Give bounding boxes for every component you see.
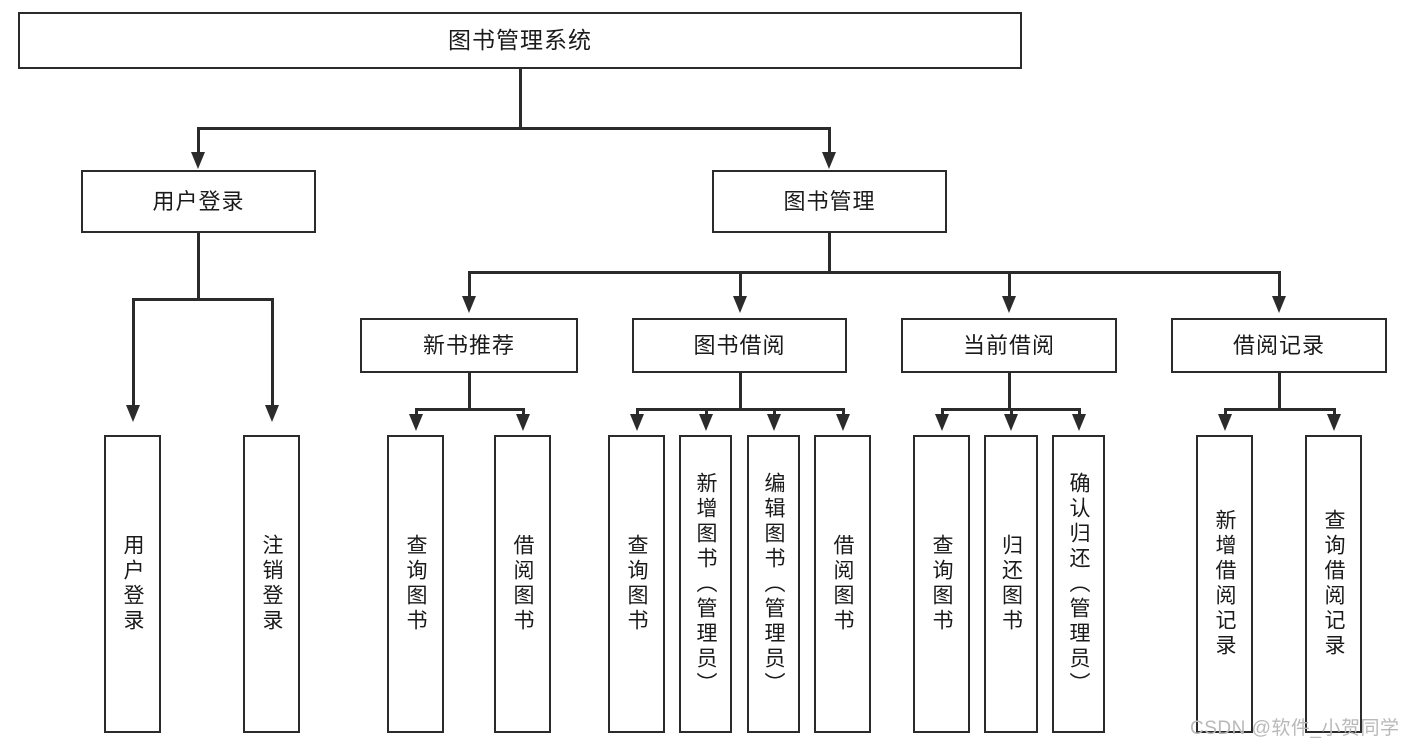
edge-new-book-drop-0 xyxy=(415,408,418,418)
node-label: 借阅记录 xyxy=(1232,332,1325,358)
arrow-to-user-login xyxy=(191,152,205,169)
node-label: 注销登录 xyxy=(260,534,283,634)
edge-book-borrow-drop-1 xyxy=(705,408,708,418)
arrow-to-current-borrow xyxy=(1002,296,1016,313)
arrow-to-borrow-record xyxy=(1272,296,1286,313)
node-borrow-record[interactable]: 借阅记录 xyxy=(1171,318,1387,373)
node-label: 借阅图书 xyxy=(831,534,854,634)
edge-level3-drop-3 xyxy=(1278,271,1281,299)
leaf-query-borrow-record[interactable]: 查询借阅记录 xyxy=(1305,435,1362,733)
edge-current-borrow-drop-1 xyxy=(1010,408,1013,418)
edge-new-book-drop-1 xyxy=(522,408,525,418)
edge-level2-bus xyxy=(197,127,830,130)
edge-user-login-drop-1 xyxy=(271,298,274,408)
node-label: 图书管理系统 xyxy=(448,27,592,54)
node-label: 新增图书（管理员） xyxy=(694,471,717,697)
edge-current-borrow-stem xyxy=(1008,373,1011,411)
node-label: 借阅图书 xyxy=(511,534,534,634)
edge-borrow-record-bus xyxy=(1224,408,1336,411)
edge-root-stem xyxy=(519,69,522,129)
edge-level3-bus xyxy=(468,271,1280,274)
edge-borrow-record-drop-0 xyxy=(1224,408,1227,418)
arrow-to-leaf-query-book-2 xyxy=(630,414,644,431)
arrow-to-leaf-logout xyxy=(265,405,279,422)
leaf-query-book-recommend[interactable]: 查询图书 xyxy=(387,435,444,733)
edge-book-borrow-drop-0 xyxy=(636,408,639,418)
node-book-borrow[interactable]: 图书借阅 xyxy=(632,318,847,373)
arrow-to-leaf-user-login xyxy=(126,405,140,422)
arrow-to-leaf-query-record xyxy=(1327,414,1341,431)
node-label: 新书推荐 xyxy=(422,332,515,358)
arrow-to-leaf-add-book xyxy=(699,414,713,431)
arrow-to-leaf-return-book xyxy=(1004,414,1018,431)
node-label: 用户登录 xyxy=(152,188,245,214)
arrow-to-leaf-confirm-return xyxy=(1072,414,1086,431)
edge-level3-drop-0 xyxy=(468,271,471,299)
arrow-to-leaf-query-book-1 xyxy=(409,414,423,431)
node-book-manage[interactable]: 图书管理 xyxy=(712,170,947,233)
arrow-to-book-manage xyxy=(822,152,836,169)
node-label: 当前借阅 xyxy=(962,332,1055,358)
edge-book-borrow-bus xyxy=(636,408,845,411)
arrow-to-new-book-recommend xyxy=(462,296,476,313)
node-new-book-recommend[interactable]: 新书推荐 xyxy=(360,318,578,373)
edge-level2-drop-0 xyxy=(197,127,200,155)
node-label: 图书借阅 xyxy=(693,332,786,358)
edge-borrow-record-drop-1 xyxy=(1333,408,1336,418)
arrow-to-leaf-edit-book xyxy=(767,414,781,431)
watermark-text: CSDN @软件_小贺同学 xyxy=(1190,718,1400,739)
node-user-login[interactable]: 用户登录 xyxy=(81,170,316,233)
leaf-add-book-admin[interactable]: 新增图书（管理员） xyxy=(679,435,732,733)
node-label: 查询借阅记录 xyxy=(1322,509,1345,659)
edge-user-login-drop-0 xyxy=(132,298,135,408)
node-label: 确认归还（管理员） xyxy=(1067,471,1090,697)
leaf-user-login[interactable]: 用户登录 xyxy=(104,435,161,733)
node-label: 图书管理 xyxy=(783,188,876,214)
edge-level3-drop-2 xyxy=(1008,271,1011,299)
node-label: 归还图书 xyxy=(999,534,1023,634)
node-label: 查询图书 xyxy=(625,534,648,634)
node-label: 查询图书 xyxy=(930,534,953,634)
arrow-to-book-borrow xyxy=(733,296,747,313)
leaf-query-book-current[interactable]: 查询图书 xyxy=(913,435,970,733)
leaf-return-book[interactable]: 归还图书 xyxy=(984,435,1038,733)
leaf-borrow-book-recommend[interactable]: 借阅图书 xyxy=(494,435,551,733)
leaf-confirm-return-admin[interactable]: 确认归还（管理员） xyxy=(1052,435,1105,733)
leaf-query-book-borrow[interactable]: 查询图书 xyxy=(608,435,665,733)
arrow-to-leaf-query-book-3 xyxy=(935,414,949,431)
edge-current-borrow-drop-2 xyxy=(1078,408,1081,418)
node-label: 查询图书 xyxy=(404,534,427,634)
edge-book-borrow-stem xyxy=(739,373,742,411)
leaf-logout[interactable]: 注销登录 xyxy=(243,435,300,733)
leaf-borrow-book-borrow[interactable]: 借阅图书 xyxy=(814,435,871,733)
arrow-to-leaf-borrow-book-2 xyxy=(836,414,850,431)
node-label: 编辑图书（管理员） xyxy=(762,471,785,697)
node-root-system[interactable]: 图书管理系统 xyxy=(18,12,1022,69)
leaf-edit-book-admin[interactable]: 编辑图书（管理员） xyxy=(747,435,800,733)
node-label: 新增借阅记录 xyxy=(1213,509,1236,659)
edge-user-login-stem xyxy=(197,233,200,300)
edge-user-login-bus xyxy=(132,298,274,301)
edge-level3-drop-1 xyxy=(739,271,742,299)
edge-book-manage-stem xyxy=(828,233,831,273)
edge-level2-drop-1 xyxy=(828,127,831,155)
edge-borrow-record-stem xyxy=(1278,373,1281,411)
node-label: 用户登录 xyxy=(121,534,144,634)
edge-book-borrow-drop-3 xyxy=(842,408,845,418)
edge-book-borrow-drop-2 xyxy=(773,408,776,418)
arrow-to-leaf-add-record xyxy=(1218,414,1232,431)
edge-new-book-stem xyxy=(468,373,471,411)
leaf-add-borrow-record[interactable]: 新增借阅记录 xyxy=(1196,435,1253,733)
node-current-borrow[interactable]: 当前借阅 xyxy=(901,318,1117,373)
edge-current-borrow-drop-0 xyxy=(941,408,944,418)
edge-new-book-bus xyxy=(415,408,525,411)
arrow-to-leaf-borrow-book-1 xyxy=(516,414,530,431)
